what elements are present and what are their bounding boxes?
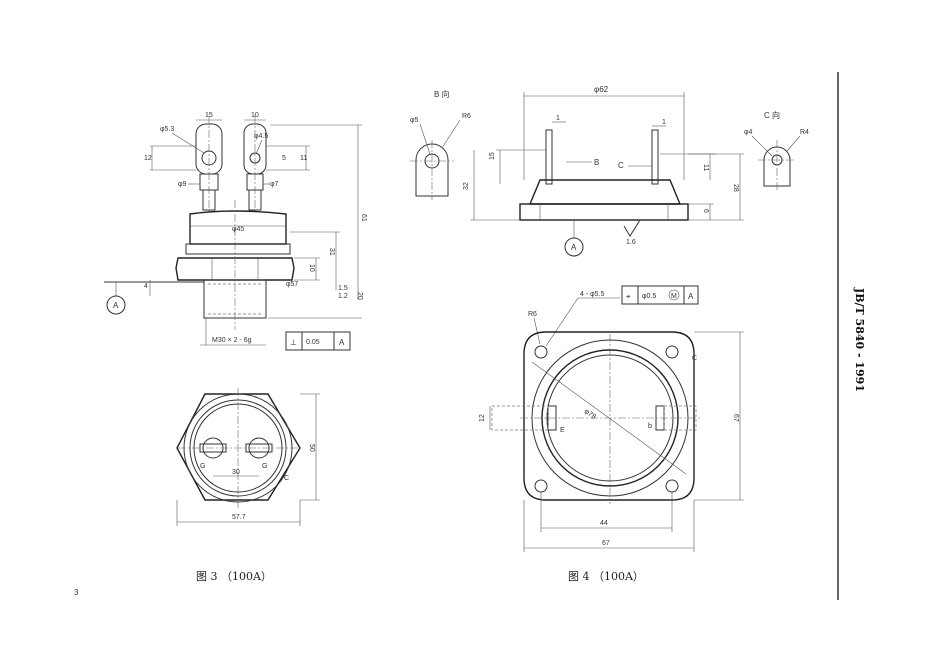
- dim-28: 28: [732, 184, 739, 192]
- arrow-c: C: [618, 161, 624, 170]
- datum-a-bubble: [106, 295, 126, 315]
- tolerance-ref: A: [339, 338, 345, 347]
- b-view-r6: R6: [462, 113, 471, 120]
- label-c: C: [284, 475, 289, 482]
- plan-r6: R6: [528, 311, 537, 318]
- hole-bl: [534, 479, 548, 493]
- dim-15: 15: [205, 112, 213, 119]
- roughness-value: 1.6: [626, 239, 636, 246]
- figure4-side-view: φ62 1 1 B C 15 32 11 28 6: [463, 85, 744, 257]
- dim-d45: φ45: [232, 226, 244, 233]
- datum-a-label-4: A: [571, 243, 577, 252]
- arrow-b: B: [594, 158, 599, 167]
- position-symbol: ⌖: [626, 292, 631, 301]
- terminal-b: [545, 129, 553, 185]
- position-ref: A: [688, 292, 694, 301]
- holes-spec: 4 - φ5.5: [580, 291, 604, 298]
- dim-d62: φ62: [594, 85, 609, 94]
- position-modifier: M: [671, 293, 677, 300]
- figure4-b-view: B 向 φ5 R6: [410, 89, 471, 200]
- label-g-left: G: [200, 463, 205, 470]
- label-c-plan: C: [692, 355, 697, 362]
- figure4-plan-view: 4 - φ5.5 ⌖ φ0.5 M A R6 φ78 E b C: [479, 285, 744, 583]
- dim-57-7: 57.7: [232, 514, 246, 521]
- dim-12: 12: [479, 414, 486, 422]
- dim-d57: φ57: [286, 281, 298, 288]
- dim-10: 10: [251, 112, 259, 119]
- dim-d9: φ9: [178, 181, 187, 188]
- b-view-lug: [415, 143, 449, 197]
- dim-4: 4: [144, 283, 148, 290]
- c-view-lug: [763, 146, 791, 187]
- b-view-title: B 向: [434, 89, 450, 99]
- insulator-right: [248, 189, 262, 211]
- dim-d4-5: φ4.5: [254, 133, 268, 140]
- dim-31: 31: [328, 248, 335, 256]
- insulator-left: [202, 189, 216, 211]
- standard-code: JB/T 5840 - 1991: [853, 287, 866, 392]
- figure3-caption: 图 3 （100A）: [196, 570, 272, 583]
- dim-w67: 67: [602, 540, 610, 547]
- dim-15: 15: [489, 152, 496, 160]
- dim-61: 61: [360, 214, 367, 222]
- dim-d78: φ78: [583, 408, 597, 421]
- figure3-top-view: G G C 30 50 57.7 图 3 （100A）: [176, 388, 320, 583]
- tolerance-frame: [285, 331, 351, 351]
- diameter-line: [531, 361, 687, 475]
- roughness-symbol: [623, 219, 641, 237]
- dim-1b: 1: [662, 119, 666, 126]
- base-flange: [519, 203, 689, 221]
- hex-outline: [176, 393, 301, 501]
- dim-32: 32: [463, 182, 470, 190]
- b-view-d5: φ5: [410, 117, 419, 124]
- figure4-caption: 图 4 （100A）: [568, 570, 644, 583]
- label-b: b: [648, 423, 652, 430]
- c-view-title: C 向: [764, 110, 780, 120]
- label-e: E: [560, 427, 565, 434]
- hex-nut: [175, 257, 295, 281]
- c-view-r4: R4: [800, 129, 809, 136]
- dim-1-5: 1.5: [338, 285, 348, 292]
- position-value: φ0.5: [642, 293, 656, 300]
- dim-h67: 67: [732, 414, 739, 422]
- hole-tr: [665, 345, 679, 359]
- perpendicularity-symbol: ⊥: [290, 338, 297, 347]
- datum-a-label: A: [113, 301, 119, 310]
- label-g-right: G: [262, 463, 267, 470]
- dim-12: 12: [144, 155, 152, 162]
- figure3-side-view: 15 10 φ5.3 φ4.5 12 5 11 φ9 φ7 φ45 φ57 61…: [104, 112, 367, 351]
- c-view-d4: φ4: [744, 129, 753, 136]
- dim-30: 30: [232, 469, 240, 476]
- figure4-c-view: C 向 φ4 R4: [744, 110, 809, 190]
- hole-br: [665, 479, 679, 493]
- dim-11: 11: [702, 164, 709, 171]
- body-flange: [185, 243, 291, 255]
- page-number: 3: [74, 588, 79, 597]
- tolerance-value: 0.05: [306, 339, 320, 346]
- dim-20: 20: [356, 292, 363, 300]
- dim-1a: 1: [556, 115, 560, 122]
- dim-10b: 10: [308, 264, 315, 272]
- datum-a-bubble-4: [564, 237, 584, 257]
- dim-5: 5: [282, 155, 286, 162]
- body-top: [189, 210, 287, 245]
- dim-d5-3: φ5.3: [160, 126, 174, 133]
- hole-tl: [534, 345, 548, 359]
- dim-1-2: 1.2: [338, 293, 348, 300]
- thread-spec: M30 × 2 - 6g: [212, 337, 252, 344]
- dim-44: 44: [600, 520, 608, 527]
- dim-11: 11: [300, 155, 307, 162]
- dim-d7: φ7: [270, 181, 279, 188]
- position-frame: [621, 285, 699, 305]
- dim-50: 50: [308, 444, 315, 452]
- dim-6: 6: [702, 209, 709, 213]
- terminal-c: [651, 129, 659, 185]
